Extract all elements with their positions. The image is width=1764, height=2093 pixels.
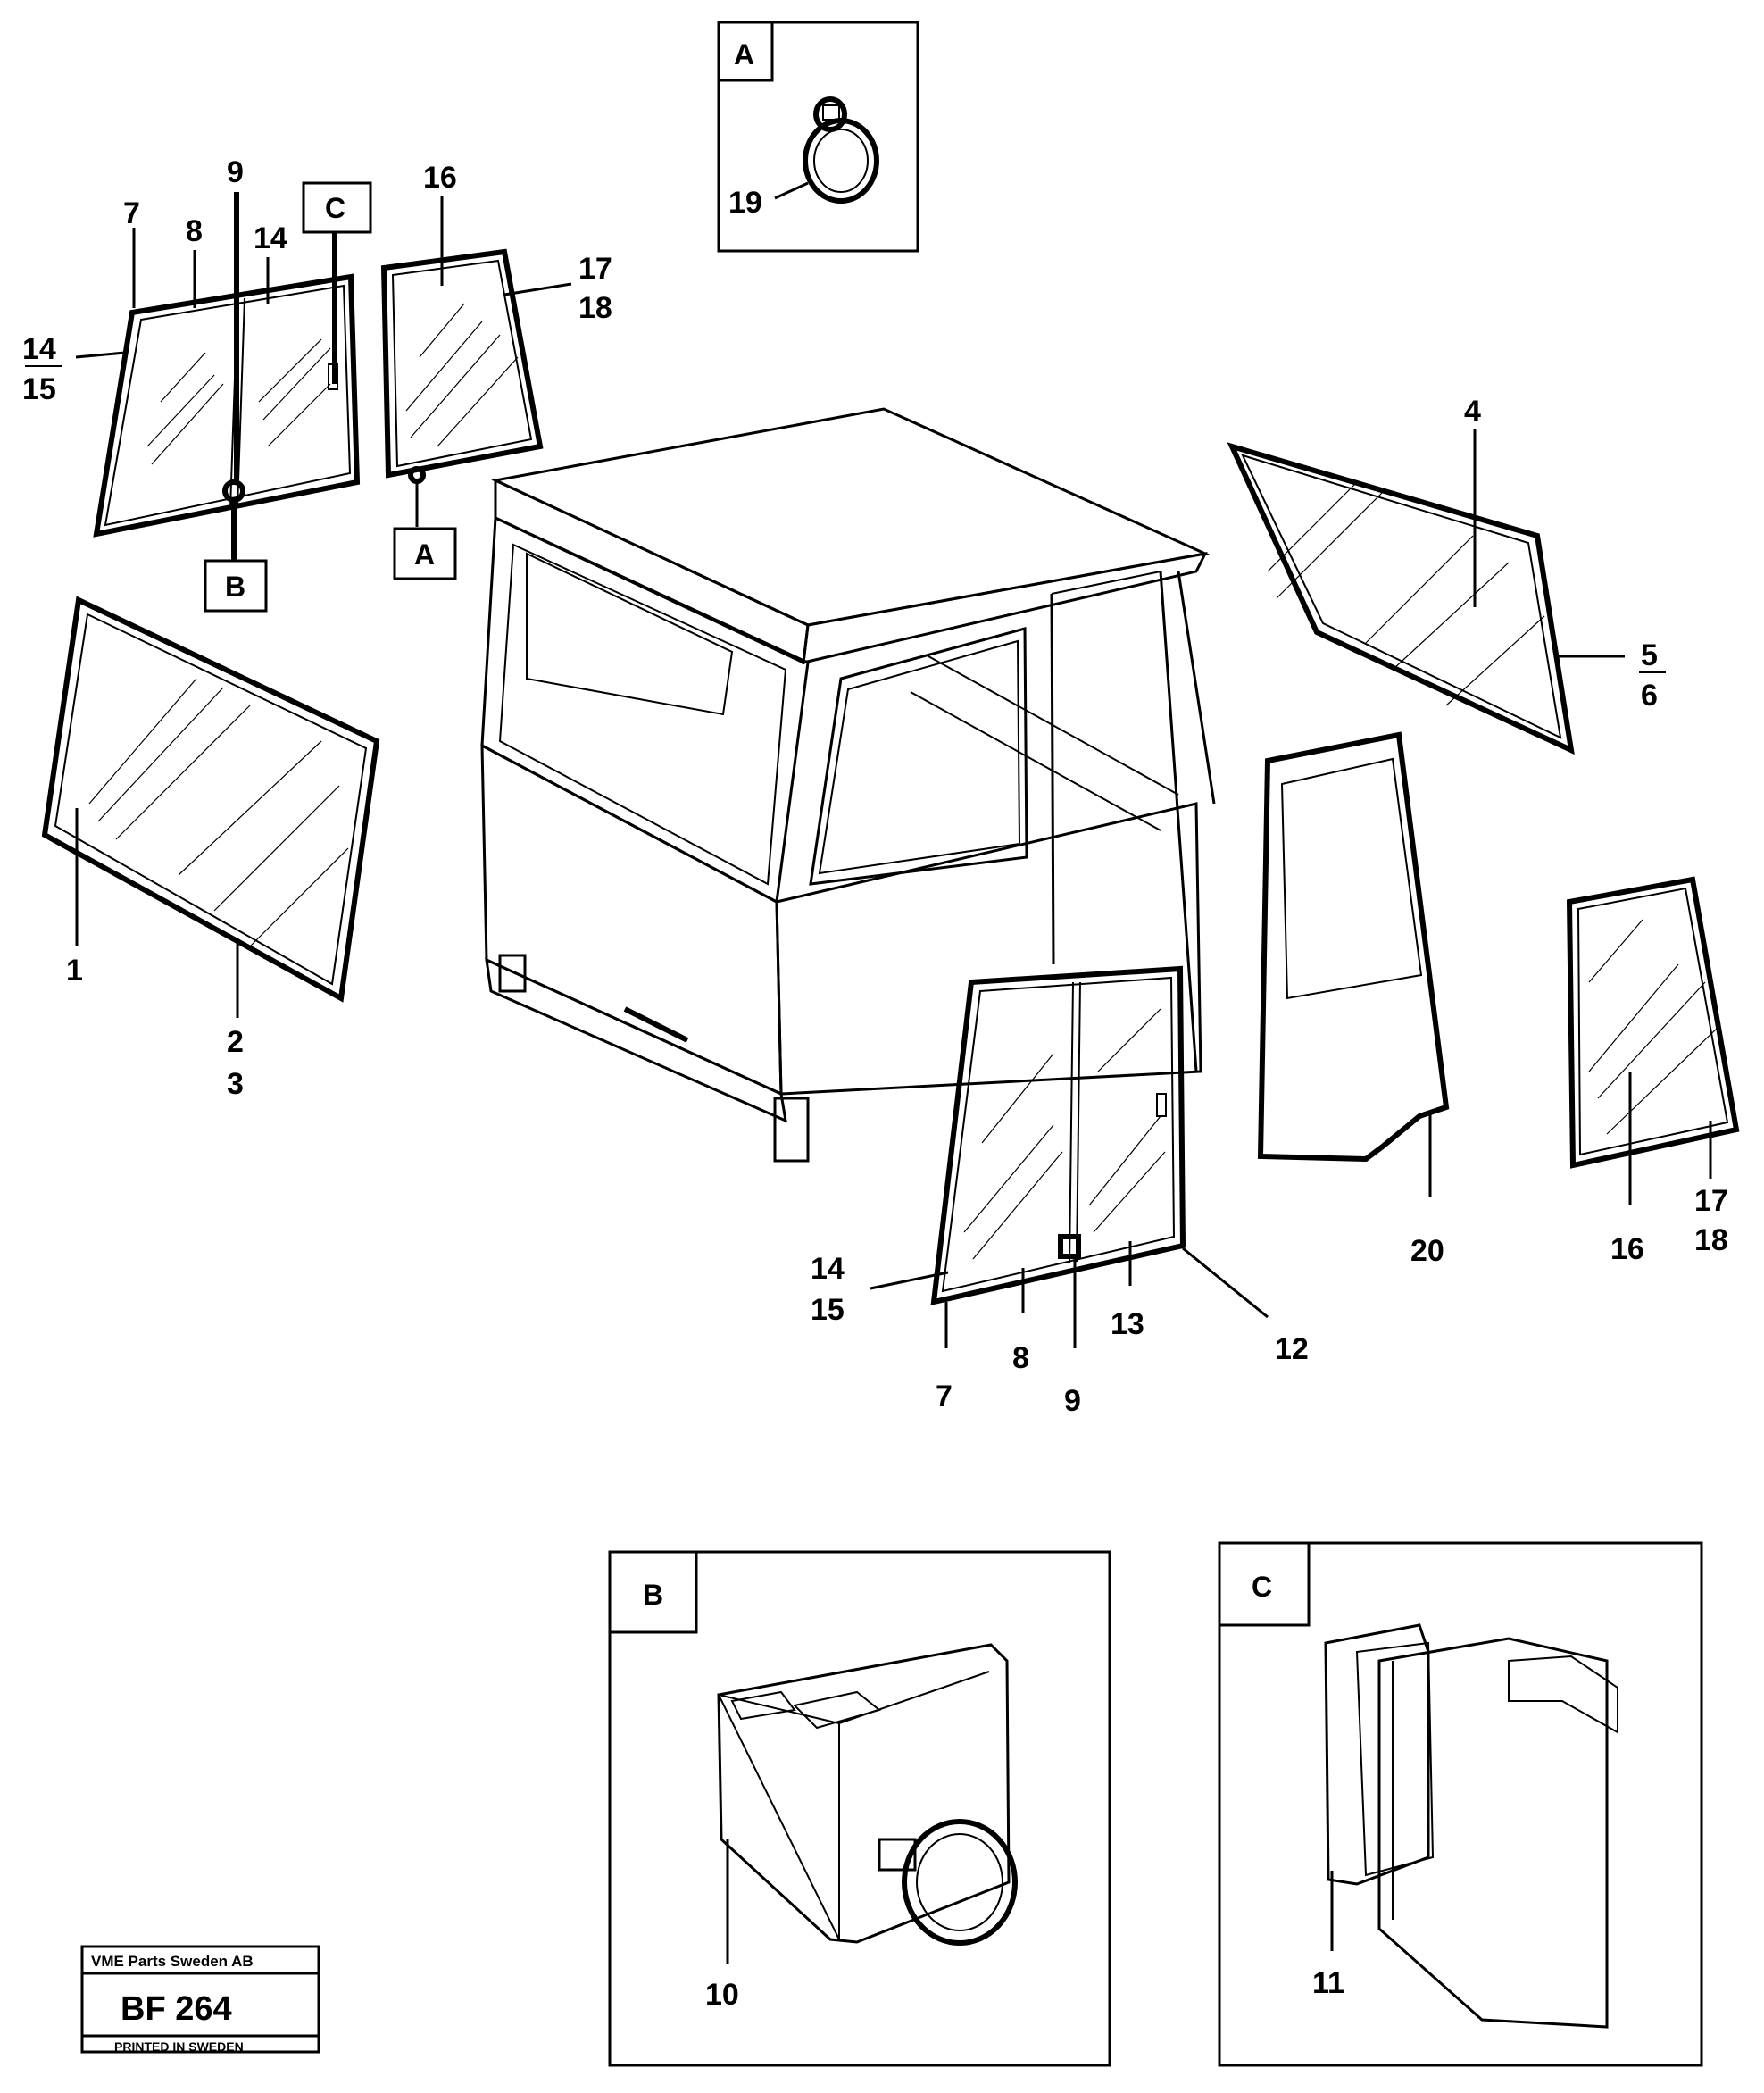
cab-body [480, 407, 1216, 1163]
detail-a-label: A [734, 38, 754, 71]
stamp-code: BF 264 [121, 1990, 232, 2028]
detail-a-ref: A [414, 538, 435, 571]
callout-18-upper: 18 [578, 291, 612, 325]
callout-19: 19 [728, 186, 762, 220]
side-window-sliding [93, 273, 361, 538]
stamp-footer: PRINTED IN SWEDEN [114, 2039, 244, 2054]
detail-c-ref: C [325, 192, 345, 224]
door-panel [1257, 731, 1450, 1163]
ring-clip-drawing [803, 96, 879, 204]
callout-16-upper: 16 [423, 161, 457, 195]
callout-5: 5 [1641, 638, 1658, 672]
callout-20: 20 [1410, 1234, 1444, 1268]
callout-15-upper-left: 15 [22, 372, 56, 406]
latch-b-drawing [717, 1643, 1018, 1946]
callout-15-lower: 15 [811, 1293, 845, 1327]
rear-window [1227, 442, 1575, 755]
callout-1: 1 [66, 954, 83, 988]
callout-7-lower: 7 [936, 1380, 953, 1413]
callout-9-lower: 9 [1064, 1384, 1081, 1418]
stamp-company: VME Parts Sweden AB [91, 1953, 254, 1970]
callout-8-lower: 8 [1012, 1341, 1029, 1375]
parts-stamp: VME Parts Sweden AB BF 264 PRINTED IN SW… [80, 1945, 320, 2054]
callout-17-upper: 17 [578, 252, 612, 286]
callout-9-upper: 9 [227, 155, 244, 189]
windshield [41, 596, 380, 1003]
detail-c-panel: C 11 [1218, 1541, 1703, 2067]
quarter-window-upper [380, 248, 544, 484]
callout-12: 12 [1275, 1332, 1309, 1366]
quarter-window-lower [1566, 876, 1740, 1169]
detail-b-ref: B [225, 571, 245, 603]
callout-10: 10 [705, 1978, 739, 2012]
detail-b-label: B [643, 1579, 663, 1611]
detail-a-panel: A 19 [717, 21, 919, 253]
callout-13: 13 [1111, 1307, 1144, 1341]
side-window-lower [930, 965, 1186, 1305]
callout-14-upper-right: 14 [254, 221, 287, 255]
latch-c-drawing [1324, 1623, 1618, 2029]
callout-4: 4 [1464, 395, 1481, 429]
callout-8-upper: 8 [186, 214, 203, 248]
callout-3: 3 [227, 1067, 244, 1101]
callout-18-lower: 18 [1694, 1223, 1728, 1257]
callout-14-lower: 14 [811, 1252, 845, 1286]
detail-c-label: C [1252, 1571, 1272, 1603]
callout-16-lower: 16 [1610, 1232, 1644, 1266]
callout-2: 2 [227, 1025, 244, 1059]
detail-b-panel: B 10 [608, 1550, 1111, 2067]
callout-17-lower: 17 [1694, 1184, 1728, 1218]
callout-7-upper: 7 [123, 196, 140, 230]
callout-14-upper-left: 14 [22, 332, 56, 366]
callout-6: 6 [1641, 679, 1658, 713]
callout-11: 11 [1312, 1966, 1344, 2000]
